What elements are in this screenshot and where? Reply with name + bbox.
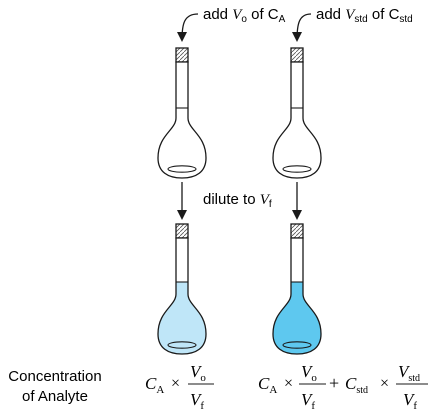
- add-standard-arrow: [292, 13, 312, 42]
- formula-c-std: Cstd: [345, 374, 368, 396]
- flask-body: [272, 61, 322, 179]
- row-label-line1: Concentration: [8, 368, 101, 385]
- stopper-icon: [290, 223, 304, 239]
- flask-body: [157, 61, 207, 179]
- flask-bottom-right: [272, 223, 322, 355]
- flask-base: [282, 165, 312, 173]
- flask-body: [157, 237, 207, 355]
- solution-fill: [273, 282, 321, 354]
- formula-left: CA × Vo Vf: [145, 362, 214, 412]
- flask-base: [167, 341, 197, 349]
- formula-denominator: Vf: [190, 390, 204, 412]
- formula-c: CA: [145, 374, 164, 396]
- stopper-icon: [175, 223, 189, 239]
- formula-numerator: Vo: [301, 362, 317, 384]
- formula-times-2: ×: [380, 375, 389, 392]
- solution-fill: [158, 282, 206, 354]
- flask-body: [272, 237, 322, 355]
- add-analyte-label: add Vo of CA: [203, 6, 286, 25]
- formula-right: CA × Vo Vf + Cstd × Vstd Vf: [258, 362, 428, 412]
- formula-times: ×: [171, 375, 180, 392]
- dilute-label: dilute to Vf: [203, 191, 272, 210]
- formula-numerator-std: Vstd: [398, 362, 420, 384]
- flask-base: [167, 165, 197, 173]
- row-label-line2: of Analyte: [22, 388, 88, 405]
- add-standard-label: add Vstd of Cstd: [316, 6, 413, 25]
- formula-numerator: Vo: [190, 362, 206, 384]
- flask-bottom-left: [157, 223, 207, 355]
- flask-base: [282, 341, 312, 349]
- stopper-icon: [175, 47, 189, 63]
- formula-denominator: Vf: [301, 390, 315, 412]
- flask-top-right: [272, 47, 322, 179]
- formula-c: CA: [258, 374, 277, 396]
- formula-times: ×: [284, 375, 293, 392]
- add-analyte-arrow: [177, 13, 199, 42]
- formula-plus: +: [329, 373, 339, 393]
- stopper-icon: [290, 47, 304, 63]
- flask-top-left: [157, 47, 207, 179]
- formula-denominator-std: Vf: [403, 390, 417, 412]
